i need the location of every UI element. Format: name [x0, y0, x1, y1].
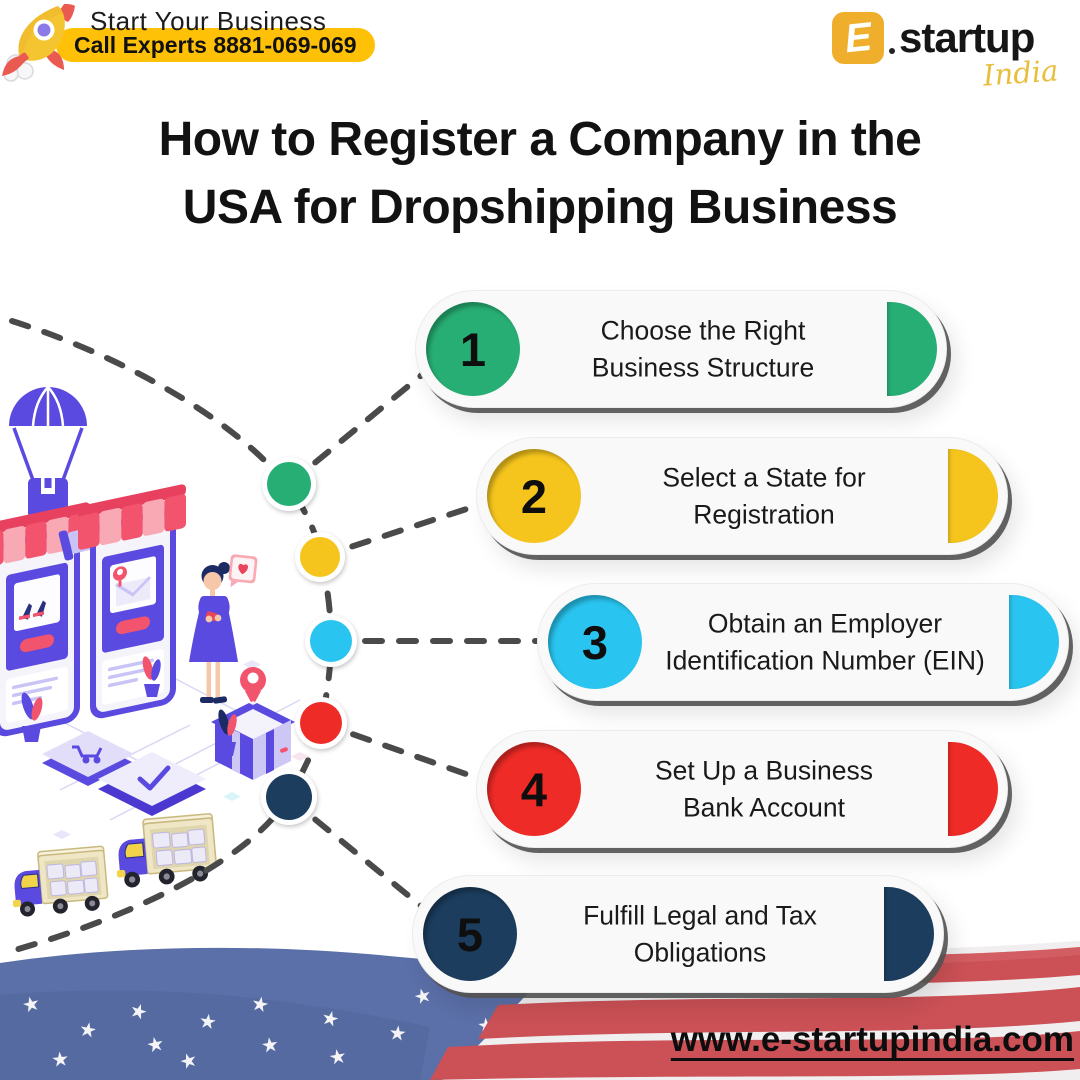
dropshipping-illustration: [0, 386, 309, 917]
gift-box-location-icon: [211, 667, 295, 780]
step-label-4: Set Up a Business Bank Account: [654, 755, 873, 822]
hand-cursor-icon: [58, 519, 102, 561]
floor-grid: [29, 659, 301, 821]
connector-dot-1: [262, 457, 316, 511]
svg-text:★: ★: [411, 982, 435, 1010]
logo-wordmark: startup: [899, 14, 1035, 61]
step-label-5: Fulfill Legal and Tax Obligations: [583, 900, 817, 967]
step-label-3: Obtain an Employer Identification Number…: [665, 608, 985, 675]
website-link[interactable]: www.e-startupindia.com: [670, 1020, 1074, 1059]
storefront-right: [78, 484, 187, 719]
step-number-3: 3: [548, 595, 642, 689]
storefront-left: [0, 502, 91, 737]
step-card-2: 2 Select a State for Registration: [476, 437, 1008, 555]
svg-text:★: ★: [437, 1051, 459, 1078]
step-label-1: Choose the Right Business Structure: [591, 315, 815, 382]
delivery-truck-2: [116, 813, 218, 888]
svg-text:★: ★: [19, 990, 42, 1018]
delivery-truck-1: [12, 845, 109, 917]
step-label-2: Select a State for Registration: [662, 462, 866, 529]
step-end-cap-1: [887, 302, 937, 396]
branch-step-4: [318, 720, 503, 789]
plants: [21, 656, 237, 756]
step-end-cap-5: [884, 887, 934, 981]
logo-region-script: India: [981, 53, 1060, 93]
dashed-arc: [5, 318, 559, 955]
connector-dot-3: [305, 615, 357, 667]
call-experts-cta[interactable]: Call Experts 8881-069-069: [56, 28, 375, 62]
flag-stars: ★ ★ ★ ★ ★ ★ ★ ★ ★ ★ ★ ★ ★ ★ ★: [19, 982, 496, 1078]
svg-text:★: ★: [476, 1012, 496, 1038]
branch-step-2: [317, 495, 503, 560]
step-end-cap-2: [948, 449, 998, 543]
connector-dot-2: [295, 532, 345, 582]
logo-dot: [889, 48, 895, 54]
connector-dot-4: [295, 697, 347, 749]
page-title: How to Register a Company in the USA for…: [0, 106, 1080, 242]
brand-logo: E startup India: [832, 12, 1062, 93]
connector-dot-5: [261, 769, 317, 825]
step-number-5: 5: [423, 887, 517, 981]
step-card-5: 5 Fulfill Legal and Tax Obligations: [412, 875, 944, 993]
svg-text:★: ★: [144, 1031, 167, 1058]
svg-text:★: ★: [50, 1046, 70, 1072]
cart-tile: [42, 731, 134, 786]
step-card-3: 3 Obtain an Employer Identification Numb…: [537, 583, 1069, 701]
svg-text:★: ★: [259, 1032, 280, 1058]
svg-text:★: ★: [176, 1046, 200, 1074]
floor-tiles: [53, 656, 309, 839]
shopper-woman: [189, 562, 238, 704]
svg-text:★: ★: [319, 1005, 342, 1033]
parachute-box-icon: [9, 386, 87, 518]
step-end-cap-4: [948, 742, 998, 836]
svg-text:★: ★: [249, 990, 272, 1017]
heart-message-icon: [228, 554, 258, 588]
step-number-1: 1: [426, 302, 520, 396]
svg-text:★: ★: [126, 997, 150, 1025]
title-line-2: USA for Dropshipping Business: [182, 181, 898, 235]
svg-text:★: ★: [77, 1016, 99, 1043]
step-card-1: 1 Choose the Right Business Structure: [415, 290, 947, 408]
header-tagline: Start Your Business: [90, 6, 327, 36]
rocket-icon: [2, 4, 75, 82]
step-number-4: 4: [487, 742, 581, 836]
title-line-1: How to Register a Company in the: [158, 113, 922, 166]
awning-left: [0, 512, 91, 568]
step-end-cap-3: [1009, 595, 1059, 689]
svg-text:★: ★: [387, 1020, 407, 1046]
step-number-2: 2: [487, 449, 581, 543]
logo-e-mark: E: [832, 12, 884, 64]
svg-text:★: ★: [327, 1043, 349, 1070]
step-card-4: 4 Set Up a Business Bank Account: [476, 730, 1008, 848]
check-tile: [98, 752, 206, 816]
awning-right: [78, 494, 187, 550]
svg-text:★: ★: [197, 1008, 218, 1034]
